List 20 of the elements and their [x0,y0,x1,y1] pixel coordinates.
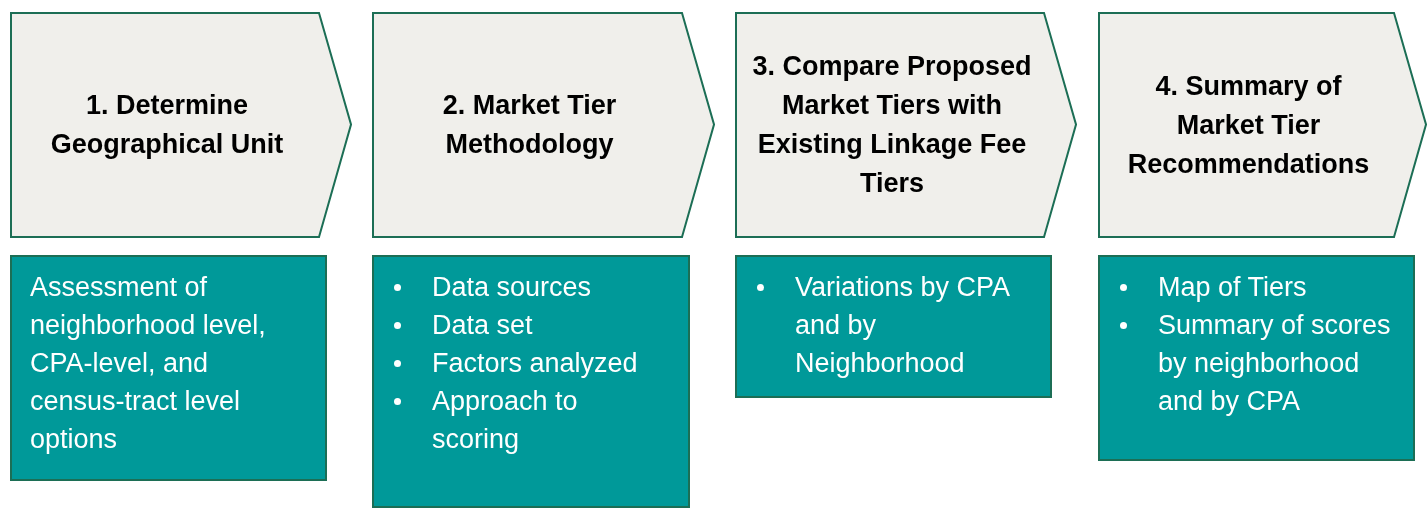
step-title: 3. Compare Proposed Market Tiers with Existing Linkage Fee Tiers [751,50,1033,200]
process-step [372,12,715,238]
step-title: 1. Determine Geographical Unit [49,89,285,161]
bullet-text: Map of Tiers [1158,272,1307,302]
bullet-text: Factors analyzed [432,348,638,378]
process-step [10,12,352,238]
bullet-text: Data set [432,310,533,340]
bullet-text: Data sources [432,272,592,302]
detail-box [372,255,690,508]
bullet-text: Summary of scores by neighborhood and by CPA [1158,310,1391,416]
step-title: 4. Summary of Market Tier Recommendations [1126,69,1371,181]
process-step [1098,12,1427,238]
detail-box [10,255,327,481]
bullet-text: Variations by CPA and by Neighborhood [795,272,1009,378]
detail-box [1098,255,1415,461]
step-title: 2. Market Tier Methodology [441,89,618,161]
process-step [735,12,1077,238]
detail-box [735,255,1052,398]
bullet-text: Approach to scoring [432,386,578,454]
description-text: Assessment of neighborhood level, CPA-level, and census-tract level options [30,271,267,456]
